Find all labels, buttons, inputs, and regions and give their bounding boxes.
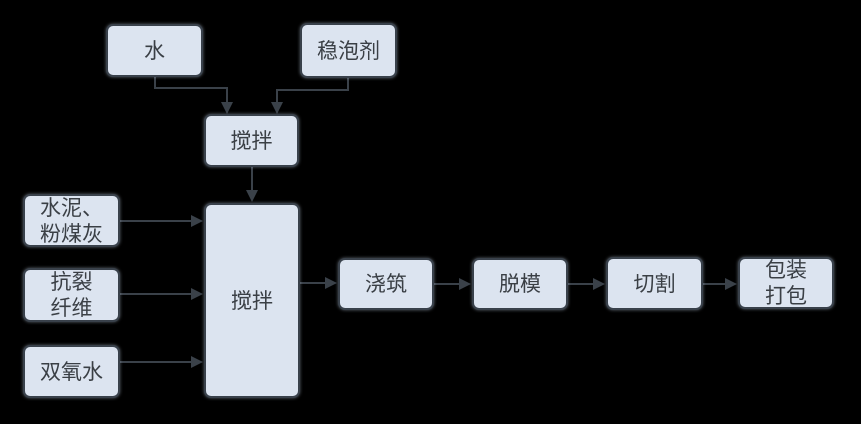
node-mix-2-label: 搅拌 [231,288,273,313]
node-hydrogen-peroxide-label: 双氧水 [40,359,103,384]
node-anti-crack-fiber-label-line1: 抗裂 [50,270,93,294]
node-packing-label-line1: 包装 [765,258,807,282]
node-packing: 包装 打包 [738,257,834,309]
arrow-water-to-mix1 [154,77,233,114]
node-cement-flyash-label-line2: 粉煤灰 [40,221,103,246]
node-cutting-label: 切割 [633,271,676,296]
node-anti-crack-fiber: 抗裂 纤维 [23,268,120,322]
node-demolding: 脱模 [472,258,568,310]
node-mix-1: 搅拌 [204,114,299,167]
node-water-label: 水 [144,38,165,63]
node-packing-label-line2: 打包 [765,284,807,308]
node-anti-crack-fiber-label-line2: 纤维 [50,296,93,320]
node-hydrogen-peroxide: 双氧水 [23,345,120,398]
node-foam-stabilizer: 稳泡剂 [300,23,397,78]
node-foam-stabilizer-label: 稳泡剂 [317,38,380,63]
node-water: 水 [106,24,203,77]
arrow-foam-stabilizer-to-mix1 [271,78,349,114]
node-mix-1-label: 搅拌 [230,128,273,153]
node-demolding-label: 脱模 [499,272,541,296]
node-cement-flyash-label-line1: 水泥、 [40,195,103,220]
node-cement-flyash: 水泥、 粉煤灰 [23,194,120,247]
node-pouring-label: 浇筑 [365,272,407,296]
node-cutting: 切割 [606,257,703,310]
node-pouring: 浇筑 [338,258,434,310]
node-mix-2: 搅拌 [204,203,300,398]
